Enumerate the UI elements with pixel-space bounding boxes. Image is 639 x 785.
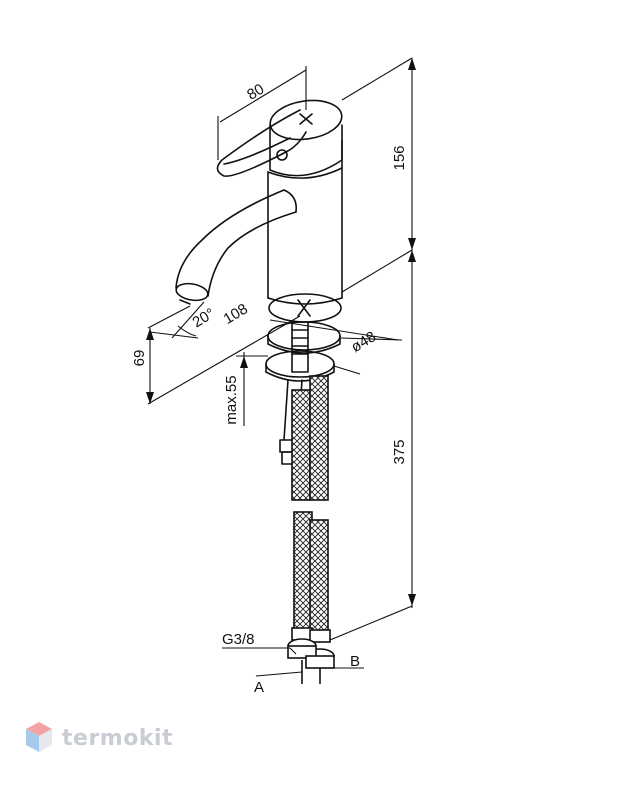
lever-handle	[216, 109, 307, 177]
dim-height-lower: 375	[391, 439, 408, 464]
dimension-arrows	[146, 58, 416, 606]
logo-text: termokit	[62, 725, 174, 751]
dim-diameter: ø48	[348, 328, 379, 356]
termokit-logo: termokit	[24, 720, 173, 756]
dim-spout-reach: 108	[221, 300, 251, 327]
port-b-label: B	[350, 653, 360, 670]
dim-spout-height: 69	[131, 350, 148, 367]
dim-max-thickness: max.55	[223, 375, 240, 424]
dimension-lines	[147, 57, 413, 677]
dim-height-upper: 156	[391, 145, 408, 170]
thread-label: G3/8	[222, 631, 255, 648]
supply-hoses	[287, 375, 335, 684]
spout	[175, 189, 298, 305]
port-a-label: A	[254, 679, 264, 696]
dim-angle: 20°	[190, 305, 218, 331]
dim-width-top: 80	[244, 81, 267, 104]
logo-cube-icon	[26, 722, 52, 752]
faucet-body	[267, 139, 343, 305]
mounting-base	[265, 293, 342, 382]
handle-cap	[267, 99, 343, 179]
